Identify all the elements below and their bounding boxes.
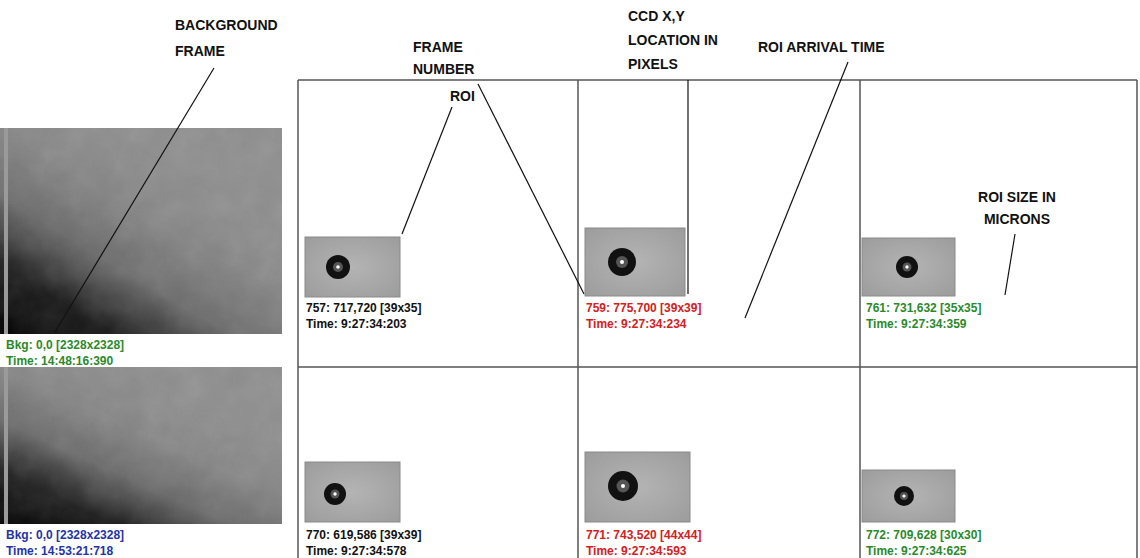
arrival-time: Time: 9:27:34:203 xyxy=(306,316,421,332)
background-frame-texture xyxy=(0,367,282,524)
roi-cell: 757: 717,720 [39x35]Time: 9:27:34:203 xyxy=(298,80,578,367)
roi-image xyxy=(585,452,690,522)
background-frame-panel: Bkg: 0,0 [2328x2328]Time: 14:48:16:390 xyxy=(0,128,290,367)
cell-caption: 772: 709,628 [30x30]Time: 9:27:34:625 xyxy=(866,527,981,558)
frame-edge-strip xyxy=(4,128,8,334)
particle-highlight xyxy=(333,492,336,495)
roi-thumbnail xyxy=(305,237,400,297)
frame-info: 772: 709,628 [30x30] xyxy=(866,527,981,543)
roi-thumbnail xyxy=(862,470,955,522)
grid-line xyxy=(859,80,861,558)
particle-highlight xyxy=(905,265,908,268)
particle-core xyxy=(903,263,912,272)
arrival-time: Time: 14:48:16:390 xyxy=(6,353,124,369)
callout-label: ROI ARRIVAL TIME xyxy=(758,36,885,58)
arrival-time: Time: 9:27:34:578 xyxy=(306,543,421,558)
leader-lines xyxy=(55,62,1015,332)
grid-lines xyxy=(298,80,1137,558)
particle xyxy=(324,483,346,505)
leader-line xyxy=(402,107,452,234)
arrival-time: Time: 9:27:34:359 xyxy=(866,316,981,332)
roi-thumbnail xyxy=(585,228,685,296)
cell-caption: 757: 717,720 [39x35]Time: 9:27:34:203 xyxy=(306,300,421,332)
particle-core xyxy=(617,480,630,493)
leader-line xyxy=(478,84,584,294)
particle xyxy=(608,248,636,276)
callout-label: CCD X,Y LOCATION IN PIXELS xyxy=(628,4,740,76)
leader-line xyxy=(1005,234,1015,295)
particle-highlight xyxy=(621,484,625,488)
roi-image xyxy=(862,238,955,296)
frame-info: Bkg: 0,0 [2328x2328] xyxy=(6,527,124,543)
background-frame-image xyxy=(0,367,282,524)
arrival-time: Time: 9:27:34:593 xyxy=(586,543,701,558)
frame-info: 771: 743,520 [44x44] xyxy=(586,527,701,543)
frame-info: 757: 717,720 [39x35] xyxy=(306,300,421,316)
leader-line xyxy=(687,80,688,294)
background-frame-image xyxy=(0,128,282,334)
callout-label: ROI SIZE IN MICRONS xyxy=(962,186,1072,230)
roi-thumbnail xyxy=(862,238,955,296)
leader-line xyxy=(55,68,214,332)
grid-line xyxy=(1136,80,1138,558)
arrival-time: Time: 9:27:34:625 xyxy=(866,543,981,558)
roi-cell: 772: 709,628 [30x30]Time: 9:27:34:625 xyxy=(860,367,1137,558)
particle xyxy=(894,486,914,506)
frame-info: Bkg: 0,0 [2328x2328] xyxy=(6,337,124,353)
cell-caption: 761: 731,632 [35x35]Time: 9:27:34:359 xyxy=(866,300,981,332)
arrival-time: Time: 14:53:21:718 xyxy=(6,543,124,558)
frame-info: 759: 775,700 [39x39] xyxy=(586,300,701,316)
roi-cell: 771: 743,520 [44x44]Time: 9:27:34:593 xyxy=(578,367,860,558)
cell-caption: Bkg: 0,0 [2328x2328]Time: 14:53:21:718 xyxy=(6,527,124,558)
cell-caption: 770: 619,586 [39x39]Time: 9:27:34:578 xyxy=(306,527,421,558)
callout-label: ROI xyxy=(450,88,475,104)
particle-highlight xyxy=(902,494,905,497)
grid-line xyxy=(298,366,1137,368)
cell-caption: 759: 775,700 [39x39]Time: 9:27:34:234 xyxy=(586,300,701,332)
roi-image xyxy=(305,237,400,297)
roi-image xyxy=(305,462,400,522)
grid-line xyxy=(577,80,579,558)
particle-core xyxy=(333,262,343,272)
callout-label: FRAME NUMBER xyxy=(413,36,498,80)
particle-core xyxy=(900,492,908,500)
leader-line xyxy=(745,62,848,318)
particle-core xyxy=(616,256,628,268)
cell-caption: Bkg: 0,0 [2328x2328]Time: 14:48:16:390 xyxy=(6,337,124,369)
roi-image xyxy=(585,228,685,296)
grid-line xyxy=(298,79,1137,81)
particle-highlight xyxy=(620,260,624,264)
particle-core xyxy=(331,490,340,499)
grid-line xyxy=(297,80,299,558)
arrival-time: Time: 9:27:34:234 xyxy=(586,316,701,332)
roi-image xyxy=(862,470,955,522)
frame-edge-strip xyxy=(4,367,8,524)
roi-thumbnail xyxy=(585,452,690,522)
particle xyxy=(896,256,918,278)
particle xyxy=(326,255,350,279)
particle xyxy=(608,471,638,501)
roi-cell: 770: 619,586 [39x39]Time: 9:27:34:578 xyxy=(298,367,578,558)
cell-caption: 771: 743,520 [44x44]Time: 9:27:34:593 xyxy=(586,527,701,558)
particle-highlight xyxy=(336,265,340,269)
frame-info: 761: 731,632 [35x35] xyxy=(866,300,981,316)
roi-cell: 759: 775,700 [39x39]Time: 9:27:34:234 xyxy=(578,80,860,367)
background-frame-panel: Bkg: 0,0 [2328x2328]Time: 14:53:21:718 xyxy=(0,367,290,558)
frame-info: 770: 619,586 [39x39] xyxy=(306,527,421,543)
roi-thumbnail xyxy=(305,462,400,522)
callout-label: BACKGROUND FRAME xyxy=(175,12,305,64)
background-frame-texture xyxy=(0,128,282,334)
